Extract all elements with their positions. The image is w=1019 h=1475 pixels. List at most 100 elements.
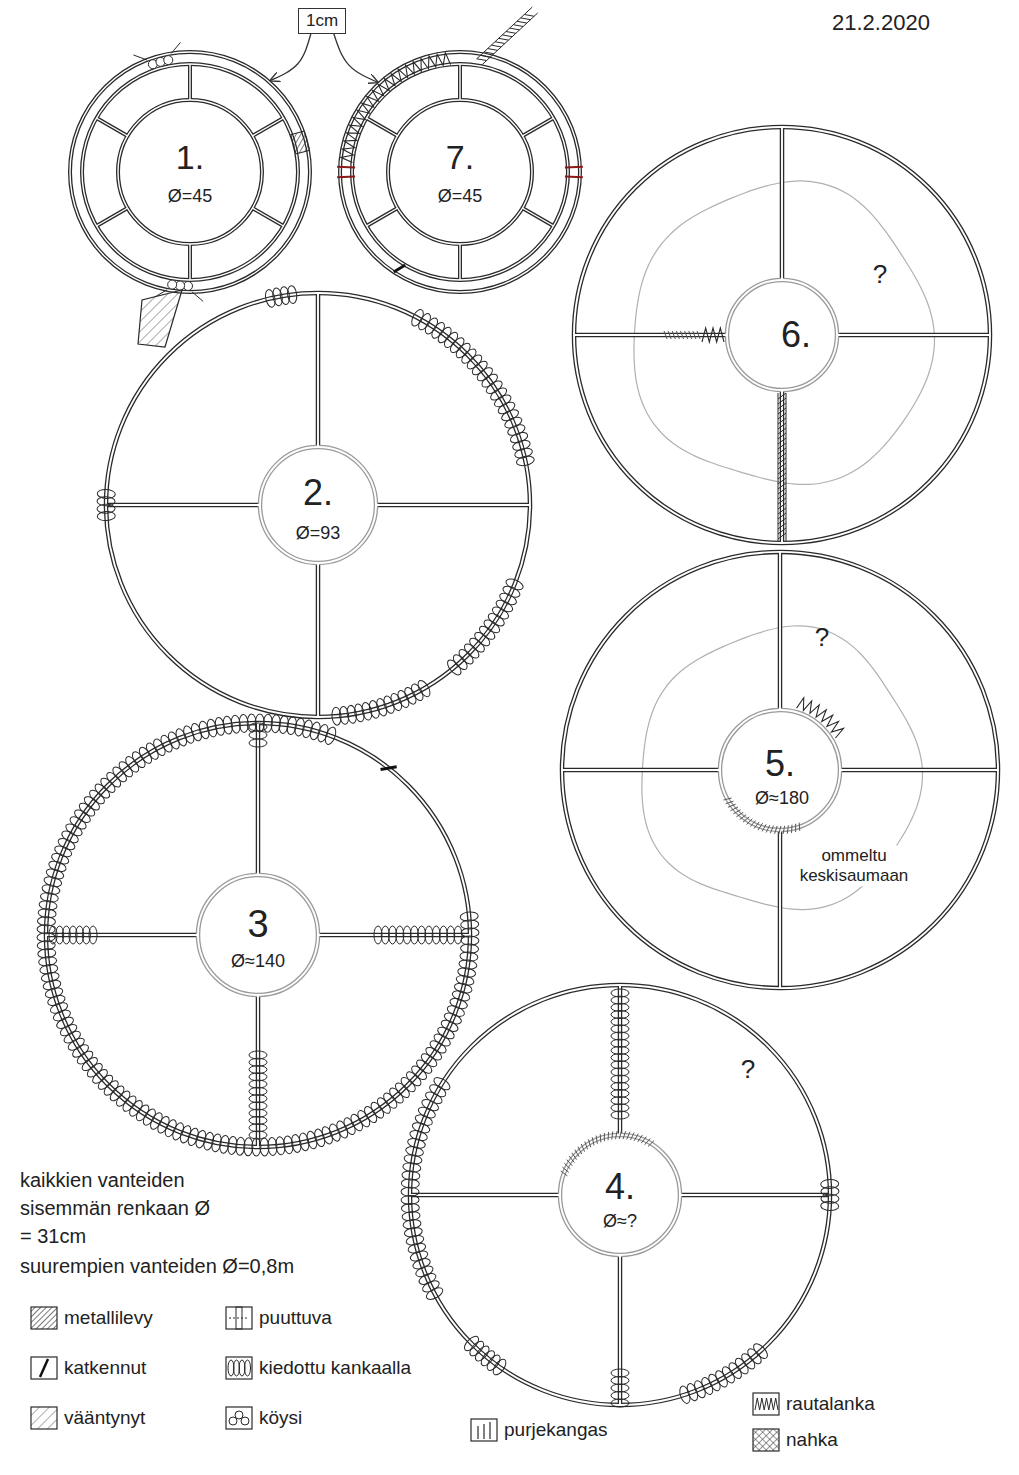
callout-number: 7.: [446, 138, 474, 177]
hoop-ring: 5.Ø≈180?ommeltu keskisaumaan: [562, 552, 998, 988]
hatch-tick: [731, 807, 738, 811]
wrap-loop: [42, 978, 62, 991]
rim-outline: [70, 52, 310, 292]
wrap-loop: [501, 584, 521, 600]
legend-entry: nahka: [752, 1428, 838, 1452]
wrap-loop: [206, 718, 219, 738]
tube-hollow: [257, 723, 259, 875]
wrap-loop: [182, 725, 196, 745]
spoke: [96, 118, 127, 136]
legend-label: puuttuva: [259, 1307, 332, 1329]
hoop-note: Ø=93: [296, 523, 341, 544]
wrap-loop: [198, 720, 211, 740]
callout-number: 4.: [605, 1166, 635, 1207]
swatch-box: [471, 1419, 497, 1441]
arrow-connector: [334, 34, 379, 83]
wrap-loop: [396, 689, 411, 709]
wrap-loop: [369, 1100, 387, 1120]
wrap-loop: [678, 1385, 692, 1405]
wrap-loop: [271, 287, 283, 306]
hoop-note: Ø=45: [168, 186, 213, 207]
wrap-loop: [503, 415, 523, 430]
tube-hollow: [619, 1255, 621, 1405]
wrap-loop: [432, 1075, 452, 1092]
wrap-loop: [68, 814, 88, 831]
wrap-loop: [97, 489, 115, 499]
rim-outline: [562, 552, 998, 988]
wrap-loop: [727, 1361, 744, 1381]
wrap-loop: [55, 1015, 75, 1031]
rope-twist: [491, 45, 501, 47]
swatch-box: [226, 1307, 252, 1329]
hatch-tick: [758, 823, 763, 830]
wrap-loop: [249, 723, 267, 731]
callout-number: 6.: [781, 314, 811, 355]
rope-twist: [778, 408, 786, 414]
spoke: [778, 552, 783, 710]
wrap-loop: [445, 658, 463, 678]
hatch-tick: [766, 825, 770, 832]
legend-swatch: [30, 1356, 58, 1380]
wrap-loop: [500, 407, 520, 423]
hatch-tick: [787, 825, 788, 833]
legend-swatch: [752, 1392, 780, 1416]
tube-hollow: [720, 710, 840, 830]
hoop-ring: 2. Ø=93: [106, 293, 530, 717]
wrap-loop: [186, 1127, 200, 1147]
tube-hollow: [522, 118, 553, 136]
tube-hollow: [46, 723, 470, 1147]
break-mark: [394, 265, 405, 272]
wrap-loop: [287, 285, 298, 304]
tube-hollow: [781, 127, 783, 280]
tube-hollow: [459, 64, 460, 100]
tube-hollow: [727, 280, 837, 390]
legend-label: metallilevy: [64, 1307, 153, 1329]
tube-hollow: [260, 447, 376, 563]
hatch-tick: [775, 826, 778, 834]
wrap-loop: [389, 692, 404, 712]
rope-twist: [778, 418, 786, 424]
tube-hollow: [317, 293, 319, 447]
tube-hollow: [118, 100, 262, 244]
hatch-tick: [578, 1147, 582, 1154]
wrap-loop: [611, 1384, 629, 1392]
rope-twist: [477, 59, 487, 61]
wrap-loop: [462, 1334, 481, 1353]
leather-strap: [138, 290, 182, 347]
red-mark: [565, 176, 583, 179]
wrap-loop: [60, 829, 80, 845]
rope-side: [477, 7, 533, 59]
wrap-loop: [75, 1049, 95, 1067]
hoop-group: [70, 42, 310, 347]
swatch-mark: [241, 1417, 249, 1425]
wrap-loop: [64, 821, 84, 838]
legend-label: rautalanka: [786, 1393, 875, 1415]
hatch-tick: [795, 824, 796, 832]
legend-entry: puuttuva: [225, 1306, 332, 1330]
hatch-tick: [685, 331, 688, 339]
rope-twist: [778, 478, 786, 484]
rope-twist: [778, 528, 786, 534]
hoop-note: Ø=45: [438, 186, 483, 207]
callout-number: 2.: [303, 472, 333, 513]
wrap-loop: [331, 707, 342, 726]
wrap-loop: [414, 1113, 434, 1128]
rope-twist: [506, 32, 516, 34]
wrap-loop: [428, 1038, 448, 1055]
legend-entry: purjekangas: [470, 1418, 608, 1442]
wrap-loop: [66, 1036, 86, 1053]
wrap-loop: [52, 1008, 72, 1023]
hatch-tick: [585, 1142, 588, 1150]
hatch-tick: [668, 331, 671, 339]
wrap-loop: [159, 734, 175, 754]
wrap-loop: [279, 286, 291, 305]
hatch-tick: [676, 331, 679, 339]
rope-twist: [778, 403, 786, 409]
wrap-loop: [41, 971, 60, 983]
swatch-mark: [229, 1417, 237, 1425]
wrap-loop: [733, 1356, 751, 1376]
hatch-tick: [693, 331, 696, 339]
legend-swatch: [225, 1356, 253, 1380]
hatch-tick: [770, 826, 773, 834]
